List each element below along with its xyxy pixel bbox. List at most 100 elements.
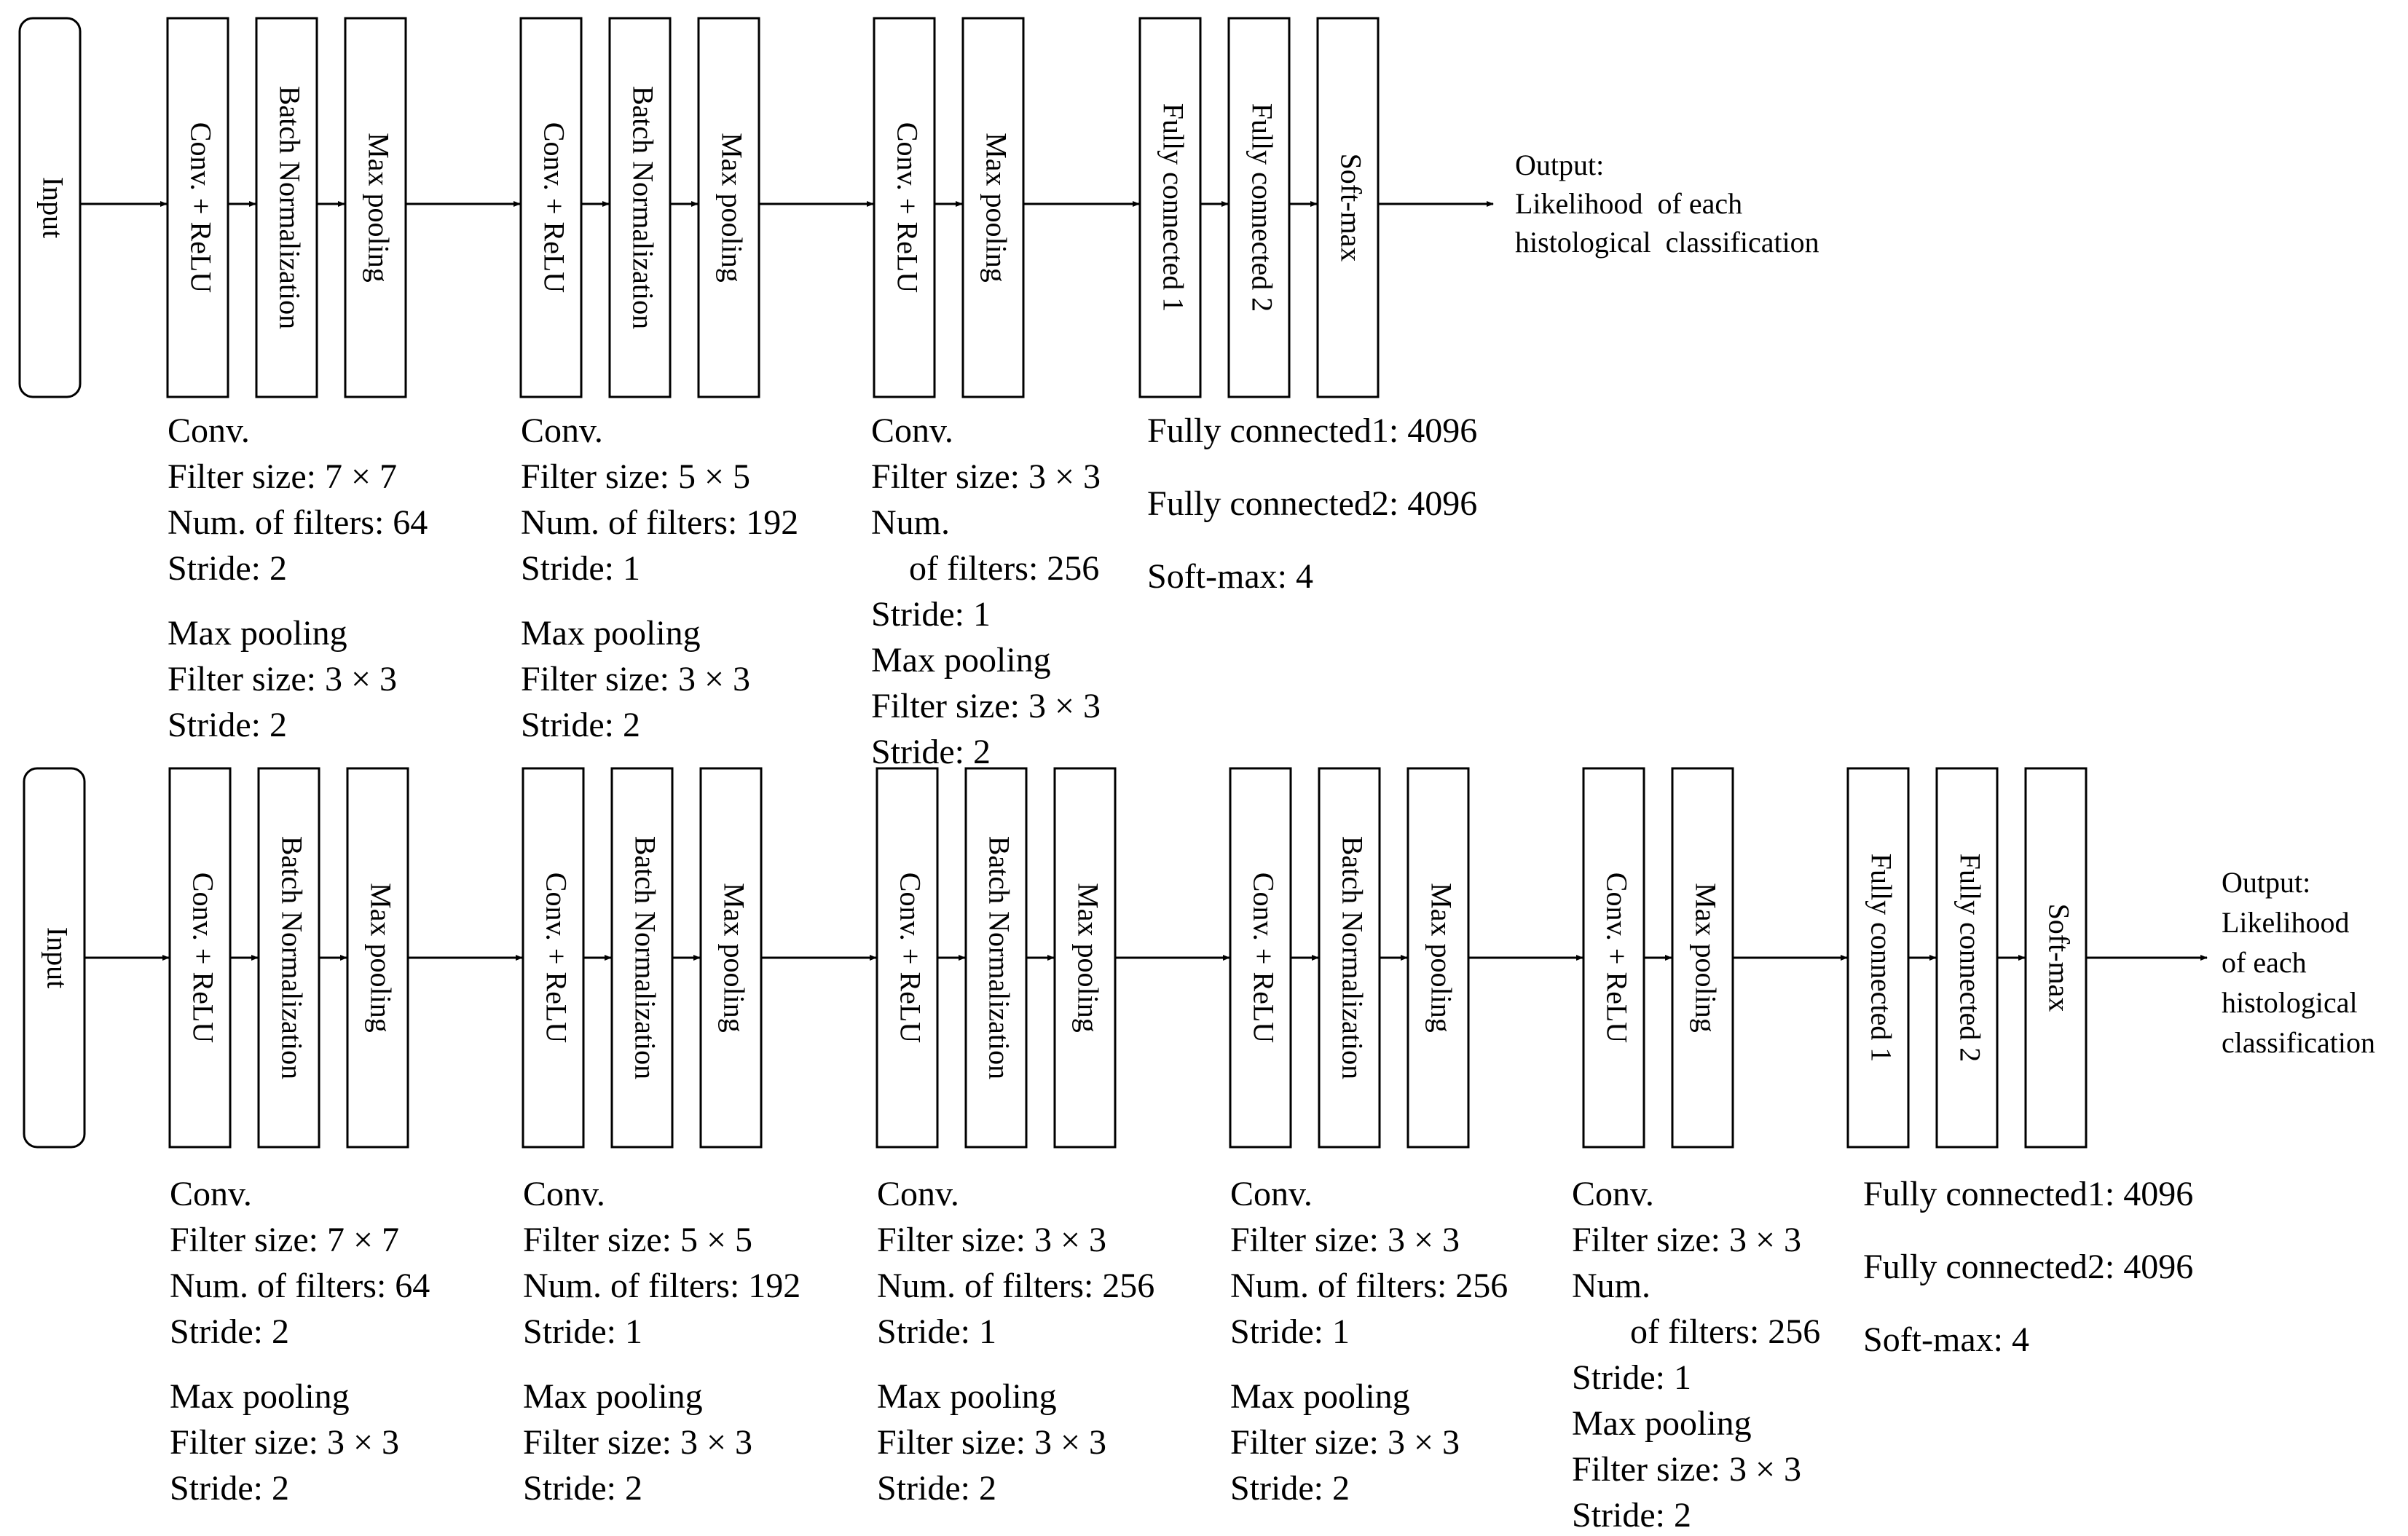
bottom-layer-0-batch-normalization-label: Batch Normalization <box>275 836 308 1079</box>
bottom-layer-1-max-pooling-label: Max pooling <box>717 883 750 1033</box>
bottom-layer-3-batch-normalization-label: Batch Normalization <box>1336 836 1369 1079</box>
top-block-1-note-line: Stride: 2 <box>521 706 640 744</box>
top-block-0-note-line: Conv. <box>168 411 250 450</box>
top-layer-2-max-pooling-label: Max pooling <box>980 133 1012 283</box>
bottom-layer-2-max-pooling: Max pooling <box>1053 767 1117 1149</box>
top-layer-3-soft-max: Soft-max <box>1316 17 1380 398</box>
top-block-1-note-line: Filter size: 5 × 5 <box>521 457 750 496</box>
top-layer-0-conv-relu-label: Conv. + ReLU <box>184 122 217 294</box>
top-layer-2-conv-relu-label: Conv. + ReLU <box>891 122 924 294</box>
top-layer-1-batch-normalization: Batch Normalization <box>608 17 672 398</box>
top-block-1-note-line: Max pooling <box>521 614 701 653</box>
bottom-block-0-note-line: Filter size: 3 × 3 <box>170 1423 399 1462</box>
bottom-block-2-notes: Conv. Filter size: 3 × 3 Num. of filters: … <box>877 1175 1154 1508</box>
top-block-1-notes: Conv. Filter size: 5 × 5 Num. of filters: … <box>521 411 798 744</box>
bottom-block-0-note-line: Conv. <box>170 1175 252 1213</box>
bottom-output-line: of each <box>2222 946 2307 979</box>
bottom-layer-3-batch-normalization: Batch Normalization <box>1318 767 1381 1149</box>
bottom-layer-3-max-pooling: Max pooling <box>1406 767 1470 1149</box>
bottom-layer-1-batch-normalization: Batch Normalization <box>610 767 674 1149</box>
top-layer-2-conv-relu: Conv. + ReLU <box>873 17 936 398</box>
bottom-output-line: Likelihood <box>2222 906 2350 939</box>
bottom-block-1-note-line: Stride: 1 <box>523 1312 642 1351</box>
bottom-block-2-note-line: Num. of filters: 256 <box>877 1267 1154 1305</box>
top-block-2-note-line: Max pooling <box>871 641 1051 680</box>
bottom-block-4-note-line: Filter size: 3 × 3 <box>1572 1221 1801 1259</box>
top-block-0-note-line: Filter size: 3 × 3 <box>168 660 397 698</box>
top-block-2-note-line: Filter size: 3 × 3 <box>871 687 1101 725</box>
top-block-1-note-line: Filter size: 3 × 3 <box>521 660 750 698</box>
bottom-block-5-note-line: Fully connected1: 4096 <box>1863 1175 2193 1213</box>
top-layer-1-conv-relu-label: Conv. + ReLU <box>538 122 570 294</box>
bottom-layer-5-fully-connected-1: Fully connected 1 <box>1846 767 1910 1149</box>
bottom-layer-2-batch-normalization-label: Batch Normalization <box>983 836 1015 1079</box>
bottom-block-2-note-line: Stride: 1 <box>877 1312 996 1351</box>
bottom-block-4-note-line: Max pooling <box>1572 1404 1752 1443</box>
bottom-layer-2-conv-relu-label: Conv. + ReLU <box>894 873 926 1044</box>
top-layer-3-soft-max-label: Soft-max <box>1334 154 1367 262</box>
bottom-layer-3-conv-relu-label: Conv. + ReLU <box>1247 873 1280 1044</box>
bottom-layer-1-conv-relu: Conv. + ReLU <box>522 767 585 1149</box>
top-layer-0-batch-normalization-label: Batch Normalization <box>273 86 306 329</box>
bottom-block-1-note-line: Max pooling <box>523 1377 703 1416</box>
top-block-2-note-line: Conv. <box>871 411 953 450</box>
bottom-layer-5-fully-connected-2: Fully connected 2 <box>1935 767 1999 1149</box>
bottom-layer-2-max-pooling-label: Max pooling <box>1071 883 1104 1033</box>
bottom-output-line: classification <box>2222 1026 2375 1059</box>
top-layer-1-batch-normalization-label: Batch Normalization <box>626 86 659 329</box>
bottom-layer-4-max-pooling: Max pooling <box>1671 767 1734 1149</box>
bottom-block-2-note-line: Max pooling <box>877 1377 1057 1416</box>
bottom-layer-4-conv-relu-label: Conv. + ReLU <box>1600 873 1633 1044</box>
top-layer-1-conv-relu: Conv. + ReLU <box>519 17 583 398</box>
bottom-input-box-label: Input <box>41 927 74 988</box>
bottom-layer-1-conv-relu-label: Conv. + ReLU <box>540 873 573 1044</box>
bottom-block-2-note-line: Filter size: 3 × 3 <box>877 1423 1106 1462</box>
bottom-block-5-note-line: Soft-max: 4 <box>1863 1320 2029 1359</box>
bottom-block-3-note-line: Max pooling <box>1230 1377 1410 1416</box>
bottom-layer-4-max-pooling-label: Max pooling <box>1689 883 1722 1033</box>
bottom-block-1-note-line: Num. of filters: 192 <box>523 1267 800 1305</box>
top-layer-1-max-pooling-label: Max pooling <box>715 133 748 283</box>
top-layer-1-max-pooling: Max pooling <box>697 17 760 398</box>
top-output-line: Likelihood of each <box>1515 187 1742 220</box>
top-layer-0-max-pooling-label: Max pooling <box>362 133 395 283</box>
bottom-layer-2-batch-normalization: Batch Normalization <box>964 767 1028 1149</box>
bottom-block-0-note-line: Max pooling <box>170 1377 350 1416</box>
top-input-box: Input <box>18 17 82 398</box>
bottom-output-line: Output: <box>2222 866 2310 899</box>
bottom-layer-3-conv-relu: Conv. + ReLU <box>1229 767 1292 1149</box>
top-block-0-note-line: Num. of filters: 64 <box>168 503 428 542</box>
bottom-layer-1-max-pooling: Max pooling <box>699 767 763 1149</box>
bottom-layer-0-conv-relu: Conv. + ReLU <box>168 767 232 1149</box>
top-block-2-note-line: Num. <box>871 503 950 542</box>
bottom-block-2-note-line: Conv. <box>877 1175 959 1213</box>
bottom-block-4-note-line: Filter size: 3 × 3 <box>1572 1450 1801 1489</box>
top-layer-2-max-pooling: Max pooling <box>961 17 1025 398</box>
bottom-layer-5-soft-max: Soft-max <box>2024 767 2088 1149</box>
bottom-block-4-note-line: Num. <box>1572 1267 1650 1305</box>
bottom-block-1-note-line: Conv. <box>523 1175 605 1213</box>
bottom-layer-5-fully-connected-2-label: Fully connected 2 <box>1953 854 1986 1063</box>
bottom-block-3-note-line: Filter size: 3 × 3 <box>1230 1221 1460 1259</box>
bottom-block-3-note-line: Stride: 2 <box>1230 1469 1350 1508</box>
top-input-box-label: Input <box>36 177 69 238</box>
top-block-1-note-line: Num. of filters: 192 <box>521 503 798 542</box>
bottom-block-0-note-line: Stride: 2 <box>170 1312 289 1351</box>
bottom-layer-5-fully-connected-1-label: Fully connected 1 <box>1865 854 1897 1063</box>
bottom-block-1-note-line: Filter size: 5 × 5 <box>523 1221 752 1259</box>
bottom-block-2-note-line: Filter size: 3 × 3 <box>877 1221 1106 1259</box>
top-block-0-note-line: Stride: 2 <box>168 706 287 744</box>
bottom-layer-0-batch-normalization: Batch Normalization <box>257 767 320 1149</box>
bottom-layer-3-max-pooling-label: Max pooling <box>1425 883 1457 1033</box>
bottom-block-4-note-line: of filters: 256 <box>1630 1312 1820 1351</box>
bottom-block-4-note-line: Stride: 1 <box>1572 1358 1691 1397</box>
top-block-1-note-line: Conv. <box>521 411 603 450</box>
top-block-2-note-line: of filters: 256 <box>909 549 1099 588</box>
